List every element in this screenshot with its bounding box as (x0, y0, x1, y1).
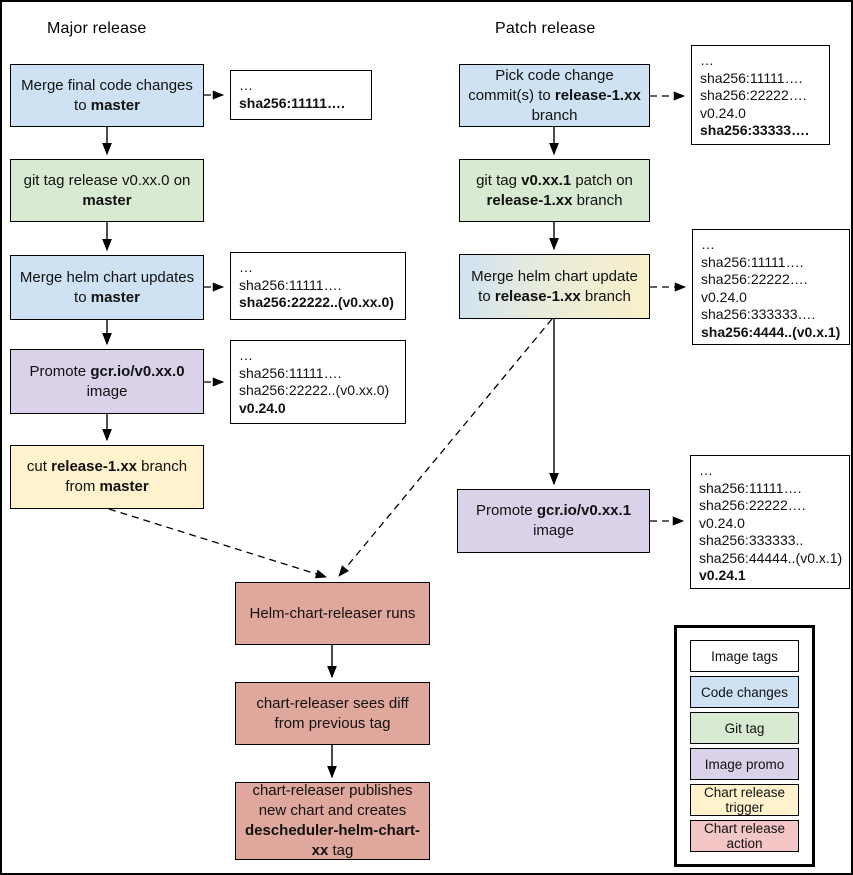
image-tags-box-major-1: …sha256:11111…. (230, 70, 372, 120)
image-tags-box-major-3: …sha256:11111….sha256:22222..(v0.xx.0)v0… (230, 340, 406, 424)
step-label: Promote gcr.io/v0.xx.1 image (475, 502, 632, 539)
legend-label: Code changes (700, 684, 789, 700)
step-label: Pick code change commit(s) to release-1.… (468, 66, 641, 124)
step-pick-code-change: Pick code change commit(s) to release-1.… (459, 64, 650, 127)
step-merge-helm-chart-update-patch: Merge helm chart update to release-1.xx … (459, 254, 650, 319)
patch-release-title: Patch release (495, 20, 596, 37)
legend-item-image-tags: Image tags (690, 640, 799, 672)
step-label: chart-releaser publishes new chart and c… (244, 782, 421, 859)
step-merge-helm-chart-updates: Merge helm chart updates to master (10, 255, 204, 320)
step-label: chart-releaser sees diff from previous t… (256, 694, 409, 732)
legend-item-chart-release-trigger: Chart release trigger (690, 784, 799, 816)
image-tags-box-major-2: …sha256:11111….sha256:22222..(v0.xx.0) (230, 252, 406, 320)
step-merge-final-code-changes: Merge final code changes to master (10, 64, 204, 127)
step-git-tag-patch: git tag v0.xx.1 patch on release-1.xx br… (459, 159, 650, 222)
step-label: Promote gcr.io/v0.xx.0 image (29, 362, 185, 400)
step-cut-release-branch: cut release-1.xx branch from master (10, 445, 204, 509)
step-promote-image-major: Promote gcr.io/v0.xx.0 image (10, 349, 204, 414)
legend-item-image-promo: Image promo (690, 748, 799, 780)
step-label: Merge final code changes to master (21, 76, 193, 114)
step-label: cut release-1.xx branch from master (26, 458, 188, 495)
step-label: git tag v0.xx.1 patch on release-1.xx br… (476, 171, 633, 209)
legend-item-code-changes: Code changes (690, 676, 799, 708)
legend-label: Image promo (704, 756, 785, 772)
step-label: git tag release v0.xx.0 on master (23, 171, 191, 209)
step-git-tag-release: git tag release v0.xx.0 on master (10, 159, 204, 222)
legend-label: Image tags (711, 648, 778, 664)
major-release-title: Major release (47, 20, 147, 37)
legend-item-chart-release-action: Chart release action (690, 820, 799, 852)
step-label: Merge helm chart updates to master (19, 268, 195, 306)
legend-label: Chart release trigger (703, 785, 786, 815)
step-chart-releaser-publishes: chart-releaser publishes new chart and c… (235, 782, 430, 860)
legend-item-git-tag: Git tag (690, 712, 799, 744)
step-label: Helm-chart-releaser runs (249, 604, 416, 622)
step-helm-chart-releaser-runs: Helm-chart-releaser runs (235, 582, 430, 645)
step-chart-releaser-sees-diff: chart-releaser sees diff from previous t… (235, 682, 430, 745)
legend: Image tags Code changes Git tag Image pr… (674, 625, 815, 867)
dashed-arrow-cut-branch-to-releaser (108, 508, 328, 579)
step-label: Merge helm chart update to release-1.xx … (471, 267, 638, 305)
legend-label: Chart release action (703, 821, 786, 851)
legend-label: Git tag (724, 720, 765, 736)
step-promote-image-patch: Promote gcr.io/v0.xx.1 image (457, 489, 650, 553)
